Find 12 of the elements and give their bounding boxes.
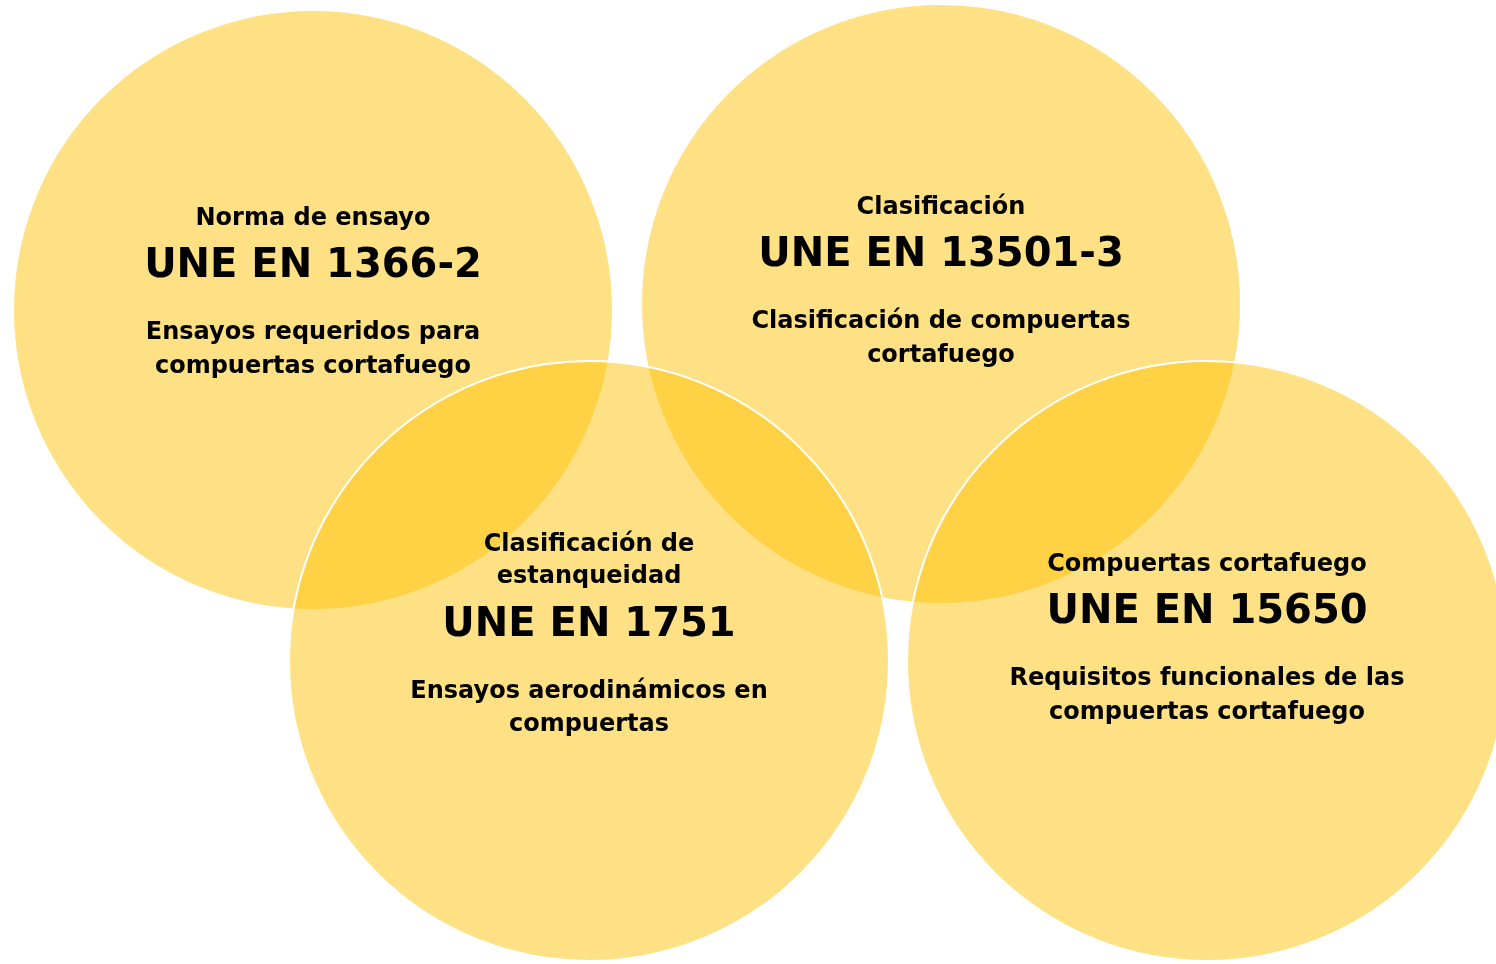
description-text: Requisitos funcionales de las compuertas cortafuego [1008, 662, 1406, 727]
heading-text: Clasificación de estanqueidad [482, 528, 696, 592]
heading-text: Norma de ensayo [195, 202, 431, 233]
description-text: Clasificación de compuertas cortafuego [750, 305, 1132, 370]
description-text: Ensayos requeridos para compuertas cortafuego [144, 316, 482, 381]
description-text: Ensayos aerodinámicos en compuertas [409, 674, 769, 740]
standard-code: UNE EN 1366-2 [144, 239, 482, 288]
heading-text: Clasificación [856, 191, 1026, 222]
standard-code: UNE EN 13501-3 [758, 228, 1124, 277]
heading-text: Compuertas cortafuego [1047, 548, 1367, 579]
standard-code: UNE EN 1751 [442, 597, 736, 646]
standard-code: UNE EN 15650 [1046, 585, 1368, 634]
